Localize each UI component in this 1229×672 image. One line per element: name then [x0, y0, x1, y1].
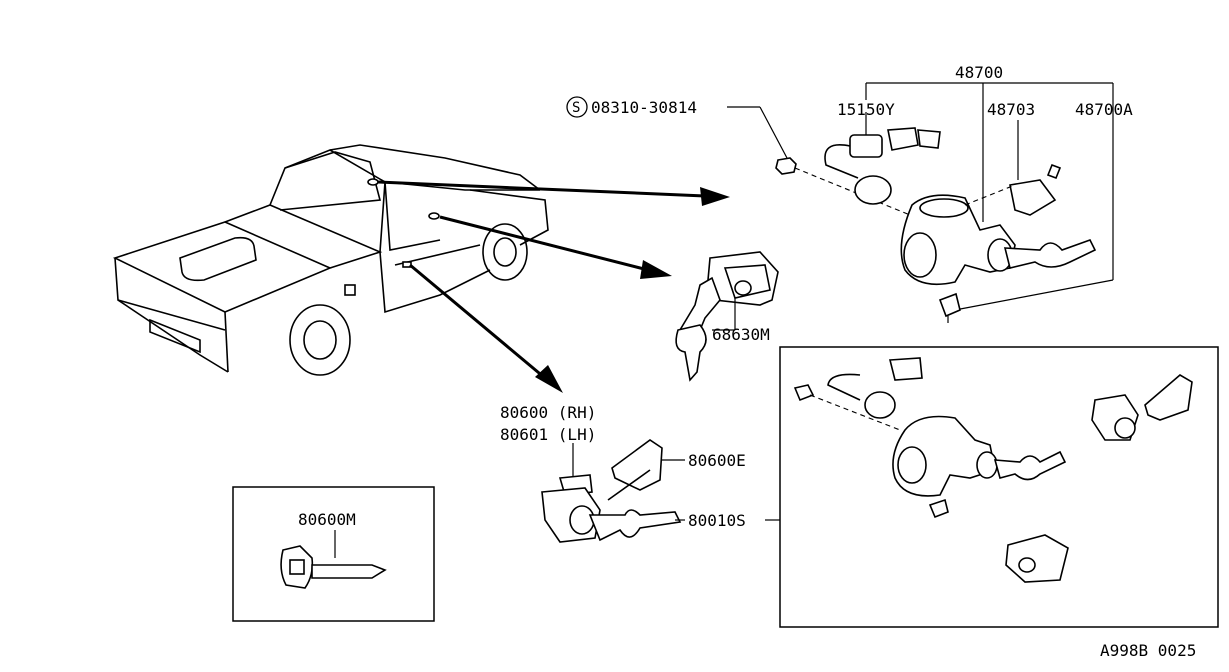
label-80600-rh: 80600 (RH): [500, 403, 596, 422]
label-80601-lh: 80601 (LH): [500, 425, 596, 444]
label-48703: 48703: [987, 100, 1035, 119]
label-68630m: 68630M: [712, 325, 770, 344]
lock-kit-box: [765, 346, 1219, 628]
pickup-truck-illustration: [112, 144, 549, 376]
label-80010s: 80010S: [688, 511, 746, 530]
diagram-code: A998B 0025: [1100, 641, 1196, 660]
key-blank-box: [232, 486, 435, 622]
glove-box-lock: [675, 251, 779, 382]
ignition-lock-assembly: [727, 82, 1114, 323]
s-symbol-circle: [566, 96, 588, 118]
label-48700a: 48700A: [1075, 100, 1133, 119]
label-80600m: 80600M: [298, 510, 356, 529]
s-symbol: S: [572, 100, 580, 116]
label-80600e: 80600E: [688, 451, 746, 470]
label-15150y: 15150Y: [837, 100, 895, 119]
label-08310-30814: 08310-30814: [591, 98, 697, 117]
callout-labels: 48700 15150Y 48703 48700A S 08310-30814 …: [298, 63, 1196, 660]
door-lock-cylinder-set: [541, 439, 685, 543]
leader-arrows: [377, 180, 730, 393]
label-48700: 48700: [955, 63, 1003, 82]
